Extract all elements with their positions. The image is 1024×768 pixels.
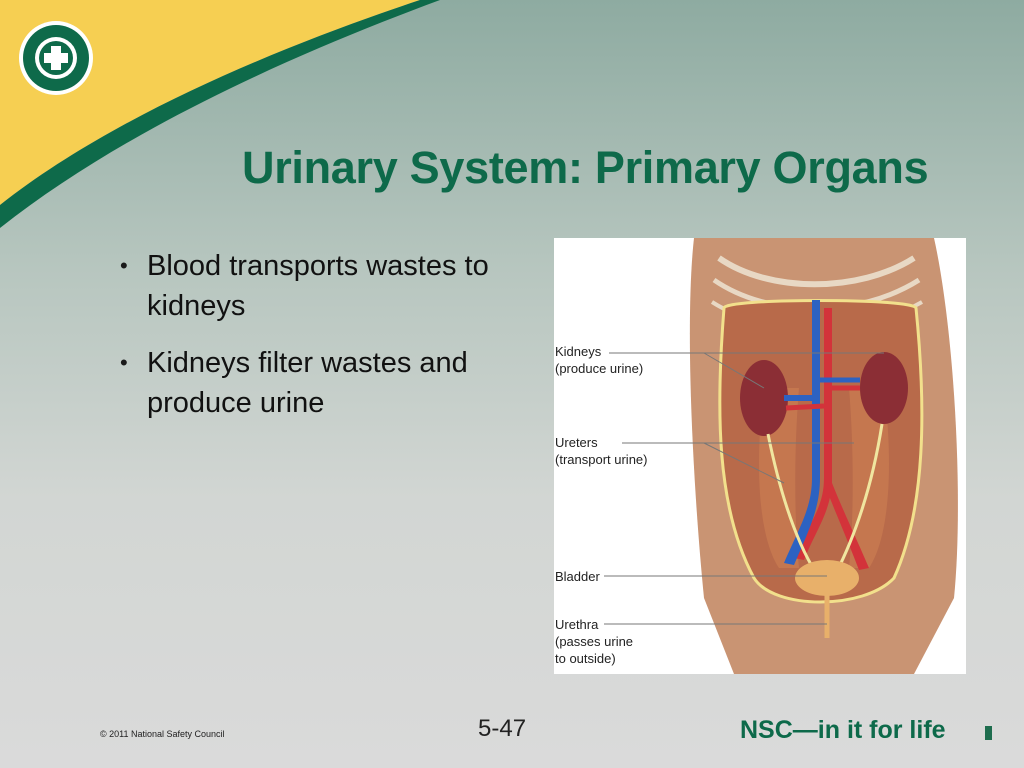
label-name: Bladder xyxy=(555,569,600,584)
bullet-item: • Blood transports wastes to kidneys xyxy=(118,246,498,326)
label-name: Ureters xyxy=(555,435,598,450)
nsc-cross-seal-icon xyxy=(19,21,93,95)
label-bladder: Bladder xyxy=(555,568,600,585)
label-note: (passes urine xyxy=(555,634,634,649)
bullet-item: • Kidneys filter wastes and produce urin… xyxy=(118,343,498,423)
label-note: (transport urine) xyxy=(555,452,648,467)
label-ureters: Ureters (transport urine) xyxy=(555,434,647,468)
page-number: 5-47 xyxy=(478,715,527,742)
nsc-tagline: NSC—in it for life xyxy=(740,716,946,744)
anatomy-figure: Kidneys (produce urine) Ureters (transpo… xyxy=(554,238,966,674)
label-note: to outside) xyxy=(555,651,616,666)
urinary-anatomy-illustration xyxy=(604,238,958,674)
label-name: Urethra xyxy=(555,617,599,632)
slide-title: Urinary System: Primary Organs xyxy=(242,142,929,193)
tagline-accent-bar xyxy=(985,726,992,740)
label-note: (produce urine) xyxy=(555,361,644,376)
bullet-dot: • xyxy=(120,253,128,278)
label-kidneys: Kidneys (produce urine) xyxy=(555,343,643,377)
label-name: Kidneys xyxy=(555,344,602,359)
bullet-text: Blood transports wastes to kidneys xyxy=(147,250,489,322)
copyright-text: © 2011 National Safety Council xyxy=(100,729,225,739)
bullet-list: • Blood transports wastes to kidneys • K… xyxy=(118,246,498,440)
bullet-dot: • xyxy=(120,350,128,375)
label-urethra: Urethra (passes urine to outside) xyxy=(555,616,633,667)
corner-swoosh xyxy=(0,0,440,228)
bullet-text: Kidneys filter wastes and produce urine xyxy=(147,347,468,419)
